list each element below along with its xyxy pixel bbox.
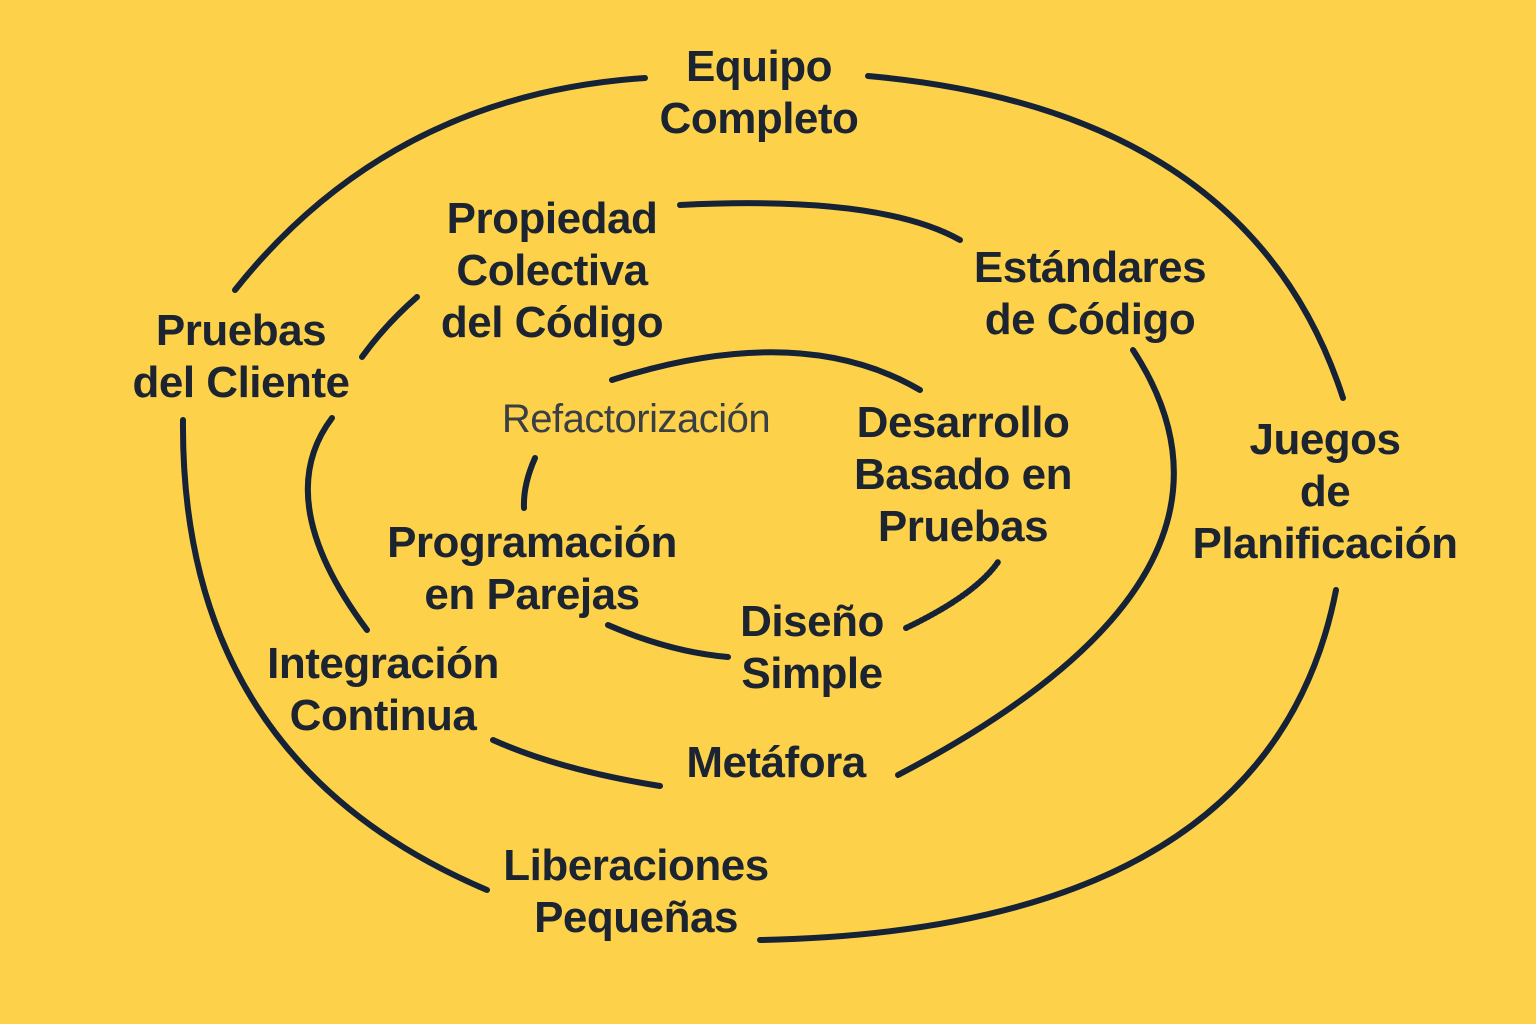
middle-ring-arc-bottom [490,737,663,789]
label-line: Juegos [1249,415,1401,464]
label-line: Integración [267,639,499,688]
label-line: de Código [984,295,1196,344]
middle-ring-arc-left [304,415,370,633]
label-line: Completo [659,94,859,143]
inner-ring-arc-bottom [605,622,731,660]
outer-ring-arc-bottom-left [179,417,490,893]
label-line: Diseño [740,597,884,646]
label-juegos-planificacion: Juegos de Planificación [1193,414,1458,570]
label-line: Estándares [973,243,1207,292]
inner-ring-arc-top [609,349,923,393]
label-pruebas-cliente: Pruebas del Cliente [132,305,351,409]
label-line: Metáfora [686,738,866,787]
middle-ring-arc-top [677,200,963,243]
inner-ring-arc-right [903,559,1001,631]
label-line: Planificación [1192,519,1458,568]
label-refactorizacion: Refactorización [501,393,771,445]
label-line: Liberaciones [503,841,769,890]
middle-ring-arc-upper-left [359,294,420,360]
label-line: Equipo [685,42,833,91]
label-desarrollo-pruebas: Desarrollo Basado en Pruebas [853,397,1073,553]
outer-ring-arc-bottom-right [757,587,1339,943]
label-liberaciones-pequenas: Liberaciones Pequeñas [503,840,769,944]
label-line: Programación [387,518,677,567]
label-line: Colectiva [456,246,648,295]
outer-ring-arc-top-left [232,75,648,293]
label-propiedad-colectiva: Propiedad Colectiva del Código [440,193,664,349]
label-line: Basado en [853,450,1073,499]
label-line: Simple [741,649,883,698]
label-line: Desarrollo [856,398,1070,447]
label-line: de [1299,467,1351,516]
label-line: del Código [440,298,664,347]
outer-ring-arc-top-right [865,73,1346,401]
label-programacion-parejas: Programación en Parejas [387,517,677,621]
label-line: en Parejas [424,570,640,619]
label-line: Continua [289,691,477,740]
label-estandares-codigo: Estándares de Código [973,242,1207,346]
middle-ring-arc-right [895,347,1177,778]
label-line: Pequeñas [534,893,738,942]
label-line: Propiedad [446,194,658,243]
label-integracion-continua: Integración Continua [267,638,499,742]
label-line: del Cliente [132,358,351,407]
label-metafora: Metáfora [686,737,866,789]
label-diseno-simple: Diseño Simple [740,596,884,700]
label-equipo-completo: Equipo Completo [660,41,859,145]
label-line: Pruebas [155,306,327,355]
inner-ring-arc-left [520,455,538,511]
label-line: Pruebas [877,502,1049,551]
label-line: Refactorización [501,397,771,441]
